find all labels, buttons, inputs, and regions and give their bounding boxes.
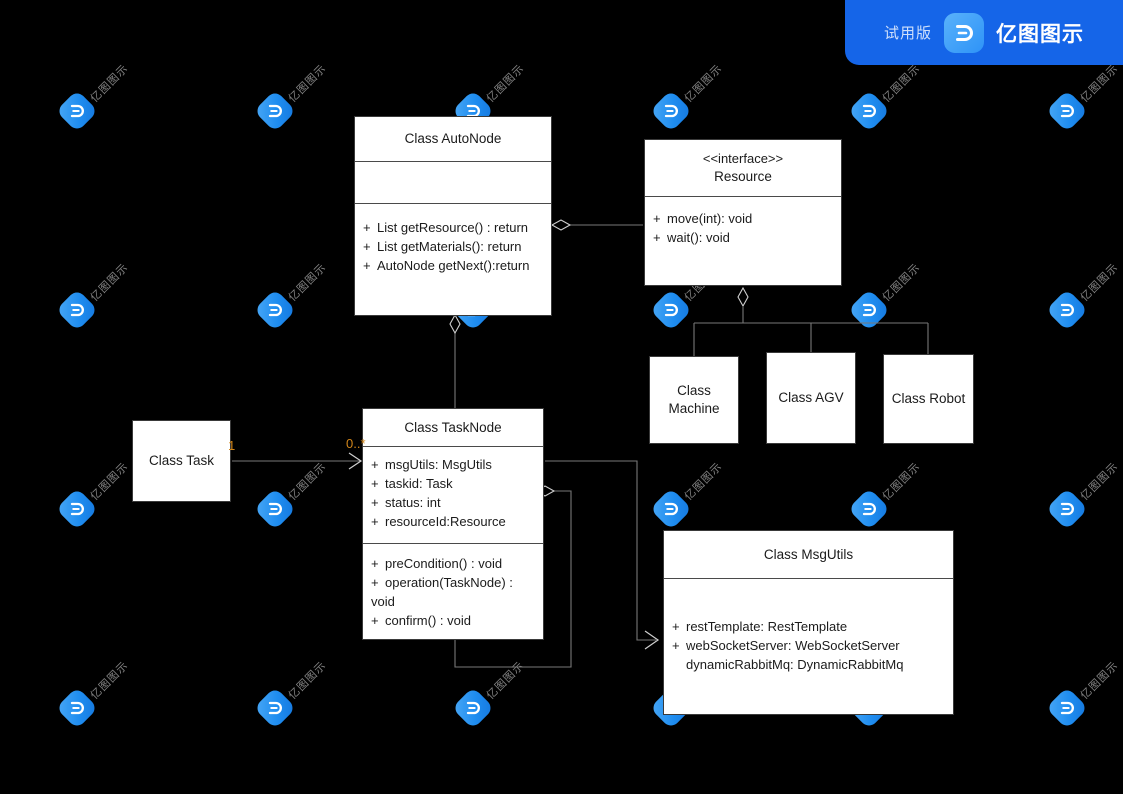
member-text: AutoNode getNext():return: [377, 258, 530, 273]
visibility-marker: +: [653, 211, 661, 226]
resource-method-0: + move(int): void: [653, 209, 833, 228]
visibility-marker: +: [371, 476, 379, 491]
msgutils-attr-1: + webSocketServer: WebSocketServer: [672, 636, 945, 655]
visibility-marker: +: [363, 239, 371, 254]
tasknode-attr-2: + status: int: [371, 493, 535, 512]
autonode-attributes: [355, 161, 551, 203]
connector-tasknode-msgutils: [545, 460, 660, 650]
visibility-marker: +: [672, 619, 680, 634]
member-text: resourceId:Resource: [385, 514, 506, 529]
connector-task-tasknode: [232, 452, 363, 470]
class-box-tasknode[interactable]: Class TaskNode + msgUtils: MsgUtils + task…: [362, 408, 544, 640]
member-text: move(int): void: [667, 211, 753, 226]
multiplicity-tasknode-end: 0..*: [346, 436, 366, 451]
autonode-method-2: + AutoNode getNext():return: [363, 256, 543, 275]
member-text: status: int: [385, 495, 441, 510]
tasknode-attr-1: + taskid: Task: [371, 474, 535, 493]
visibility-marker: +: [371, 495, 379, 510]
visibility-marker: +: [371, 514, 379, 529]
member-text: List getResource() : return: [377, 220, 529, 235]
class-box-resource[interactable]: <<interface>> Resource + move(int): void …: [644, 139, 842, 286]
edraw-logo-icon: [944, 12, 984, 53]
member-text: msgUtils: MsgUtils: [385, 457, 492, 472]
msgutils-attr-2: dynamicRabbitMq: DynamicRabbitMq: [672, 655, 945, 674]
tasknode-method-2: + confirm() : void: [371, 611, 535, 630]
tasknode-method-0: + preCondition() : void: [371, 554, 535, 573]
member-text: taskid: Task: [385, 476, 453, 491]
class-box-task[interactable]: Class Task: [132, 420, 231, 502]
autonode-methods: + List getResource() : return + List getMa…: [355, 203, 551, 316]
class-box-agv[interactable]: Class AGV: [766, 352, 856, 444]
member-text: preCondition() : void: [385, 556, 503, 571]
tasknode-methods: +preCondition() : void +operation(TaskNo…: [363, 543, 543, 641]
msgutils-title: Class MsgUtils: [763, 546, 854, 562]
class-box-machine[interactable]: Class Machine: [649, 356, 739, 444]
visibility-marker: +: [371, 613, 379, 628]
brand-label: 亿图图示: [996, 21, 1084, 46]
autonode-method-1: + List getMaterials(): return: [363, 237, 543, 256]
resource-stereotype: <<interface>>: [702, 151, 784, 166]
multiplicity-task-end: 1: [228, 438, 236, 453]
connector-autonode-tasknode: [449, 313, 461, 408]
visibility-marker: +: [371, 457, 379, 472]
tasknode-attributes: + msgUtils: MsgUtils + taskid: Task + statu…: [363, 446, 543, 543]
member-text: wait(): void: [667, 230, 730, 245]
msgutils-attr-0: + restTemplate: RestTemplate: [672, 617, 945, 636]
class-box-autonode[interactable]: Class AutoNode + List getResource() : ret…: [354, 116, 552, 316]
member-text: restTemplate: RestTemplate: [686, 619, 848, 634]
resource-title: <<interface>> Resource: [645, 140, 841, 196]
tasknode-attr-3: + resourceId:Resource: [371, 512, 535, 531]
member-text: dynamicRabbitMq: DynamicRabbitMq: [686, 657, 904, 672]
visibility-marker: +: [653, 230, 661, 245]
tasknode-title: Class TaskNode: [404, 419, 502, 435]
tasknode-method-1: +operation(TaskNode) : void: [371, 573, 535, 611]
connector-resource-subclasses: [693, 286, 929, 356]
member-text: List getMaterials(): return: [377, 239, 522, 254]
visibility-marker: +: [371, 575, 379, 590]
resource-method-1: + wait(): void: [653, 228, 833, 247]
autonode-title: Class AutoNode: [404, 131, 502, 146]
member-text: operation(TaskNode) : void: [371, 575, 513, 609]
member-text: webSocketServer: WebSocketServer: [686, 638, 900, 653]
class-box-msgutils[interactable]: Class MsgUtils + restTemplate: RestTempla…: [663, 530, 954, 715]
visibility-marker: +: [363, 258, 371, 273]
trial-label: 试用版: [883, 24, 932, 42]
tasknode-attr-0: + msgUtils: MsgUtils: [371, 455, 535, 474]
autonode-method-0: + List getResource() : return: [363, 218, 543, 237]
connector-autonode-resource: [550, 219, 643, 231]
visibility-marker: +: [371, 556, 379, 571]
resource-name: Resource: [714, 169, 772, 184]
trial-banner[interactable]: 试用版 亿图图示: [845, 0, 1123, 65]
member-text: confirm() : void: [385, 613, 471, 628]
class-box-robot[interactable]: Class Robot: [883, 354, 974, 444]
msgutils-attributes: + restTemplate: RestTemplate + webSocketSe…: [664, 578, 953, 714]
resource-methods: + move(int): void + wait(): void: [645, 196, 841, 286]
visibility-marker: +: [672, 638, 680, 653]
visibility-marker: +: [363, 220, 371, 235]
